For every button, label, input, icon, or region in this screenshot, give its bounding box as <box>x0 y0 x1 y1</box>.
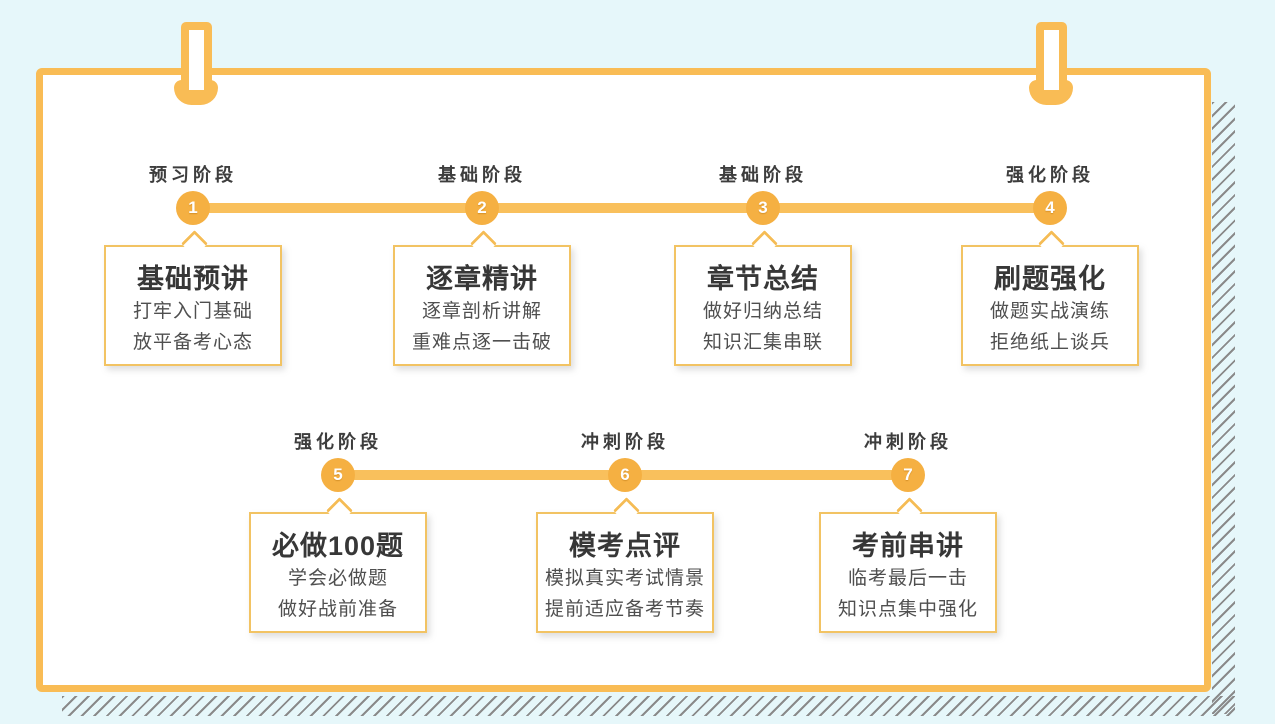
stage-card: 模考点评 模拟真实考试情景 提前适应备考节奏 <box>536 512 714 633</box>
stage-card: 刷题强化 做题实战演练 拒绝纸上谈兵 <box>961 245 1139 366</box>
stage-card-desc-line: 知识点集中强化 <box>837 599 978 620</box>
stage-number-node: 7 <box>891 458 925 492</box>
stage-phase-label: 强化阶段 <box>1006 165 1094 185</box>
stage-number: 4 <box>1045 198 1055 217</box>
stage-phase-label: 预习阶段 <box>149 165 237 185</box>
stage-card-title: 逐章精讲 <box>426 264 538 294</box>
stage-card-desc-line: 模拟真实考试情景 <box>544 568 705 589</box>
stage-card-desc-line: 做好战前准备 <box>277 599 398 620</box>
stage-card-desc-line: 临考最后一击 <box>847 568 968 589</box>
stage-phase-label: 冲刺阶段 <box>581 432 669 452</box>
stage-group: 冲刺阶段 6 模考点评 模拟真实考试情景 提前适应备考节奏 <box>515 428 735 638</box>
stage-group: 预习阶段 1 基础预讲 打牢入门基础 放平备考心态 <box>83 161 303 371</box>
stage-card: 考前串讲 临考最后一击 知识点集中强化 <box>819 512 997 633</box>
stage-card-desc-line: 学会必做题 <box>287 568 388 589</box>
stage-number-node: 1 <box>176 191 210 225</box>
stage-card-desc-line: 做题实战演练 <box>989 301 1110 322</box>
stage-card: 章节总结 做好归纳总结 知识汇集串联 <box>674 245 852 366</box>
stage-phase-label: 基础阶段 <box>719 165 807 185</box>
stage-number: 3 <box>758 198 768 217</box>
stage-number-node: 3 <box>746 191 780 225</box>
hanger-tab-left <box>181 22 212 98</box>
hanger-tab-right <box>1036 22 1067 98</box>
stage-card-desc-line: 逐章剖析讲解 <box>421 301 542 322</box>
stage-number-node: 5 <box>321 458 355 492</box>
stage-group: 强化阶段 4 刷题强化 做题实战演练 拒绝纸上谈兵 <box>940 161 1160 371</box>
stage-card-desc-line: 知识汇集串联 <box>702 332 823 353</box>
stage-number: 2 <box>477 198 487 217</box>
shadow-hatch-bottom <box>62 696 1235 716</box>
stage-phase-label: 基础阶段 <box>438 165 526 185</box>
stage-card-title: 考前串讲 <box>852 531 964 561</box>
stage-number: 5 <box>333 465 343 484</box>
shadow-hatch-right <box>1212 102 1235 714</box>
stage-number-node: 2 <box>465 191 499 225</box>
stage-group: 基础阶段 2 逐章精讲 逐章剖析讲解 重难点逐一击破 <box>372 161 592 371</box>
timeline-line <box>193 203 1050 213</box>
stage-phase-label: 强化阶段 <box>294 432 382 452</box>
stage-card-title: 必做100题 <box>271 531 405 561</box>
stage-number: 7 <box>903 465 913 484</box>
stage-number: 6 <box>620 465 630 484</box>
stage-card-desc-line: 重难点逐一击破 <box>411 332 552 353</box>
stage-card-desc-line: 提前适应备考节奏 <box>544 599 705 620</box>
stage-card-title: 刷题强化 <box>994 264 1106 294</box>
stage-number: 1 <box>188 198 198 217</box>
roadmap-board: 预习阶段 1 基础预讲 打牢入门基础 放平备考心态 基础阶段 2 逐章精讲 逐章… <box>36 68 1211 692</box>
stage-number-node: 6 <box>608 458 642 492</box>
stage-card-title: 模考点评 <box>569 531 681 561</box>
stage-group: 基础阶段 3 章节总结 做好归纳总结 知识汇集串联 <box>653 161 873 371</box>
stage-card-title: 基础预讲 <box>137 264 249 294</box>
stage-number-node: 4 <box>1033 191 1067 225</box>
stage-card-desc-line: 做好归纳总结 <box>702 301 823 322</box>
stage-card-desc-line: 拒绝纸上谈兵 <box>989 332 1110 353</box>
stage-group: 冲刺阶段 7 考前串讲 临考最后一击 知识点集中强化 <box>798 428 1018 638</box>
stage-card: 基础预讲 打牢入门基础 放平备考心态 <box>104 245 282 366</box>
stage-card: 逐章精讲 逐章剖析讲解 重难点逐一击破 <box>393 245 571 366</box>
stage-card-desc-line: 打牢入门基础 <box>132 301 253 322</box>
stage-card-desc-line: 放平备考心态 <box>132 332 253 353</box>
stage-phase-label: 冲刺阶段 <box>864 432 952 452</box>
stage-card-title: 章节总结 <box>707 264 819 294</box>
stage-card: 必做100题 学会必做题 做好战前准备 <box>249 512 427 633</box>
stage-group: 强化阶段 5 必做100题 学会必做题 做好战前准备 <box>228 428 448 638</box>
